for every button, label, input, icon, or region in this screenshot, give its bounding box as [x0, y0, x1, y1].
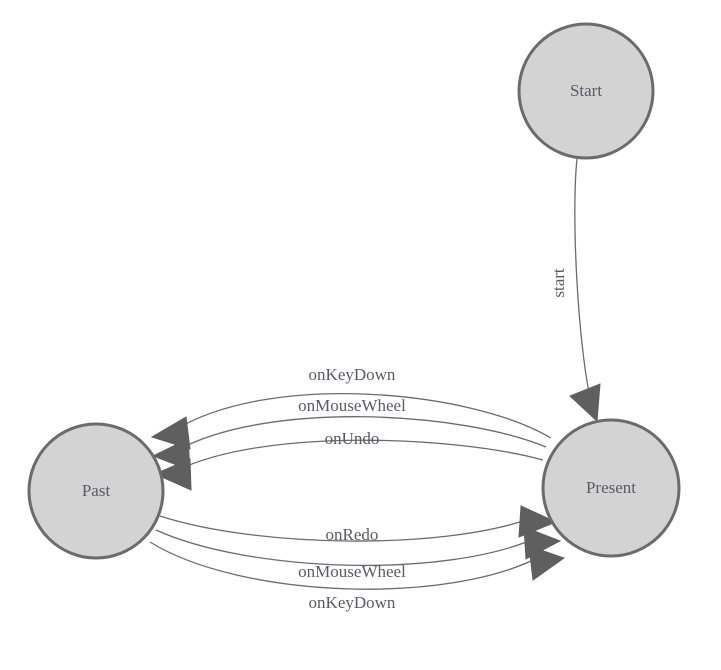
node-start[interactable]: Start	[517, 22, 655, 160]
arrowhead-icon	[151, 438, 191, 471]
node-past[interactable]: Past	[27, 422, 165, 560]
node-circle	[517, 22, 655, 160]
node-label: Present	[586, 478, 636, 497]
edge-present-to-past-onkeydown[interactable]: onKeyDown	[150, 365, 552, 450]
edge-past-to-present-onredo[interactable]: onRedo	[159, 505, 558, 544]
node-circle	[541, 418, 681, 558]
edge-present-to-past-onundo[interactable]: onUndo	[153, 429, 544, 491]
edge-present-to-past-onmousewheel[interactable]: onMouseWheel	[151, 396, 547, 471]
edge-label: onRedo	[326, 525, 379, 544]
edge-line	[159, 515, 533, 542]
edge-past-to-present-onkeydown[interactable]: onKeyDown	[149, 541, 566, 612]
edge-line	[574, 158, 592, 403]
edge-line	[149, 541, 542, 590]
node-circle	[27, 422, 165, 560]
node-label: Past	[82, 481, 111, 500]
edge-label: onKeyDown	[309, 365, 396, 384]
edge-start-to-present[interactable]: start	[549, 158, 601, 423]
edge-label: onMouseWheel	[298, 562, 406, 581]
edge-line	[155, 529, 537, 567]
edge-line	[175, 416, 547, 452]
edge-line	[177, 439, 544, 471]
edge-past-to-present-onmousewheel[interactable]: onMouseWheel	[155, 526, 562, 581]
edge-label: start	[549, 268, 568, 298]
node-label: Start	[570, 81, 602, 100]
arrowhead-icon	[569, 383, 601, 423]
arrowhead-icon	[153, 458, 192, 491]
edge-label: onMouseWheel	[298, 396, 406, 415]
arrowhead-icon	[528, 545, 566, 581]
edge-line	[174, 393, 552, 439]
node-present[interactable]: Present	[541, 418, 681, 558]
arrowhead-icon	[150, 416, 191, 450]
edge-label: onKeyDown	[309, 593, 396, 612]
edge-label: onUndo	[325, 429, 380, 448]
